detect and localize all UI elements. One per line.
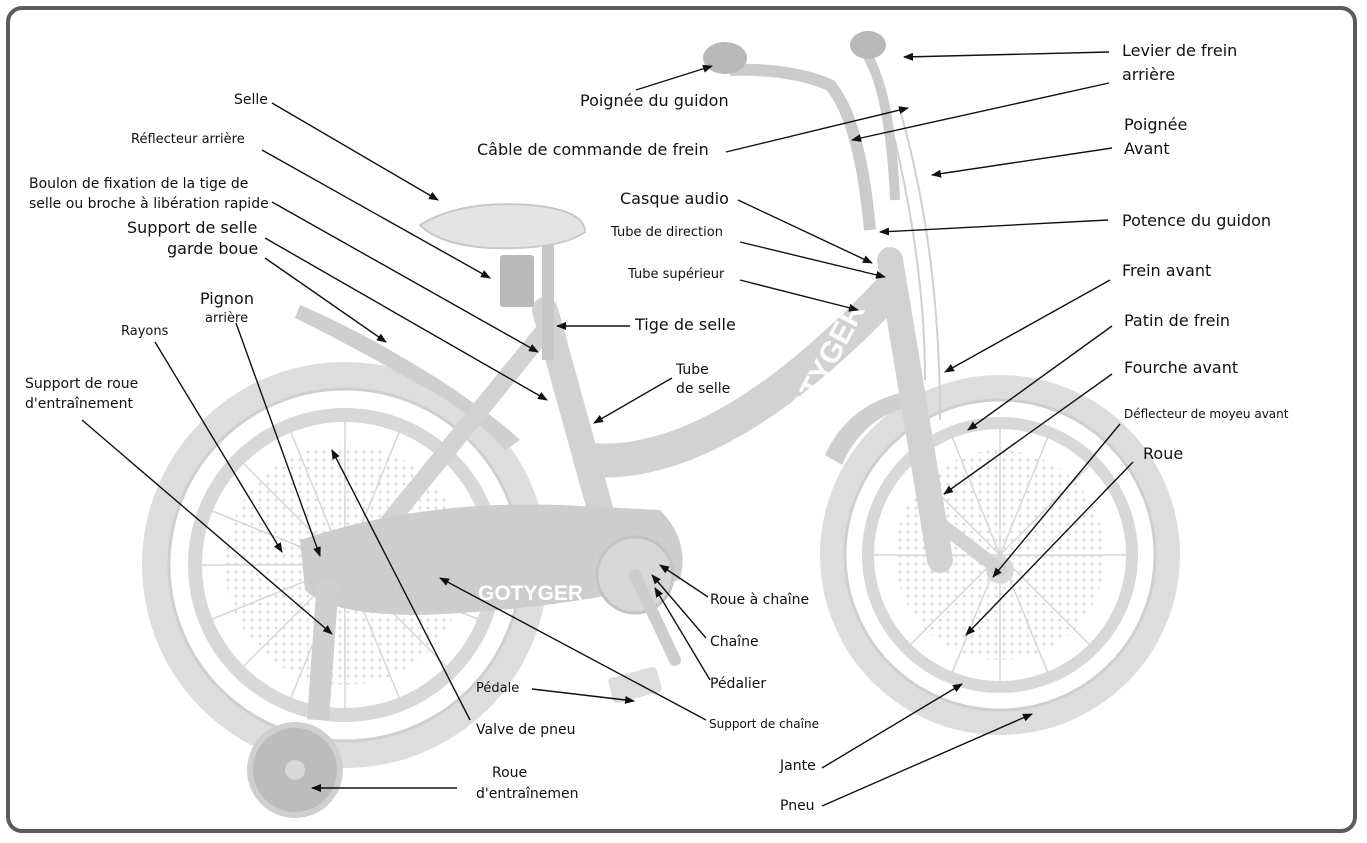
label-roue: Roue: [1143, 445, 1183, 463]
label-tube-direction: Tube de direction: [611, 226, 723, 241]
label-support-roue-line1: Support de roue: [25, 376, 138, 392]
label-pedalier: Pédalier: [710, 676, 766, 692]
label-tube-superieur: Tube supérieur: [628, 268, 724, 283]
label-cable-frein: Câble de commande de frein: [477, 141, 709, 159]
front-wheel: [832, 387, 1168, 723]
saddle-shape: [420, 204, 585, 248]
label-pignon-line1: Pignon: [200, 290, 254, 308]
label-reflecteur-arriere: Réflecteur arrière: [131, 133, 245, 148]
label-support-selle: Support de selle: [127, 219, 257, 237]
right-grip-shape: [850, 31, 886, 59]
label-selle: Selle: [234, 92, 268, 108]
label-pignon-line2: arrière: [205, 312, 248, 327]
label-levier-frein-line2: arrière: [1122, 66, 1175, 84]
left-grip-shape: [703, 42, 747, 74]
rear-reflector-shape: [500, 255, 534, 307]
label-support-chaine: Support de chaîne: [709, 718, 819, 732]
label-roue-entrainement-line1: Roue: [492, 765, 527, 781]
label-tige-selle: Tige de selle: [635, 316, 736, 334]
label-poignee-avant-line2: Avant: [1124, 140, 1170, 158]
label-potence-guidon: Potence du guidon: [1122, 212, 1271, 230]
label-fourche-avant: Fourche avant: [1124, 359, 1238, 377]
label-pneu: Pneu: [780, 798, 815, 814]
label-jante: Jante: [780, 758, 816, 774]
label-roue-entrainement-line2: d'entraînemen: [476, 786, 579, 802]
label-support-roue-line2: d'entraînement: [25, 396, 133, 412]
brand-label: GOTYGER: [478, 582, 583, 605]
label-frein-avant: Frein avant: [1122, 262, 1211, 280]
label-boulon-line1: Boulon de fixation de la tige de: [29, 176, 248, 192]
label-poignee-avant-line1: Poignée: [1124, 116, 1187, 134]
label-valve-pneu: Valve de pneu: [476, 722, 576, 738]
label-tube-selle-line2: de selle: [676, 381, 730, 397]
label-roue-chaine: Roue à chaîne: [710, 592, 809, 608]
label-chaine: Chaîne: [710, 634, 759, 650]
label-patin-frein: Patin de frein: [1124, 312, 1230, 330]
label-tube-selle-line1: Tube: [676, 362, 709, 378]
label-poignee-guidon: Poignée du guidon: [580, 92, 729, 110]
label-garde-boue: garde boue: [167, 240, 258, 258]
label-pedale: Pédale: [476, 682, 519, 697]
label-levier-frein-line1: Levier de frein: [1122, 42, 1237, 60]
label-rayons: Rayons: [121, 325, 168, 340]
label-deflecteur-moyeu: Déflecteur de moyeu avant: [1124, 408, 1288, 422]
label-casque-audio: Casque audio: [620, 190, 729, 208]
label-boulon-line2: selle ou broche à libération rapide: [29, 196, 269, 212]
